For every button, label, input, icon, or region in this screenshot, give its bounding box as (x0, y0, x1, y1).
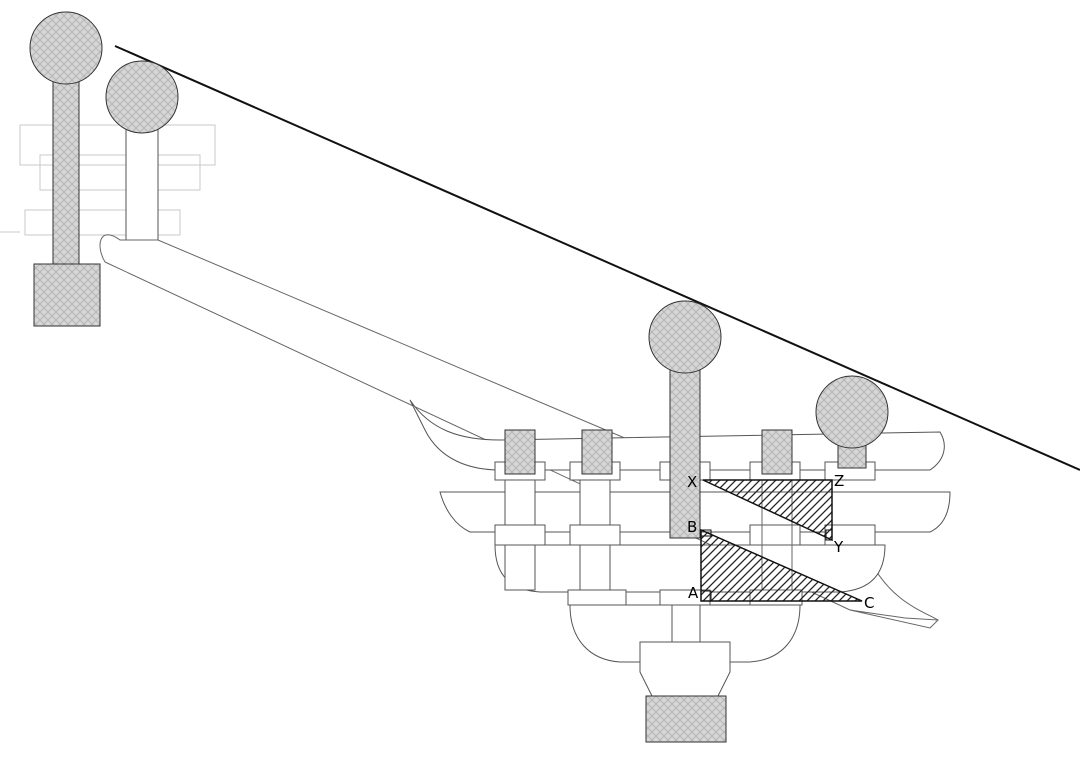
left-short-pole (105, 60, 179, 241)
center-tall-pole (648, 300, 722, 539)
label-b: B (687, 518, 697, 536)
label-x: X (687, 473, 697, 491)
triangle-xyz (702, 479, 833, 542)
label-y: Y (833, 538, 844, 556)
roof-slope-line (114, 45, 1080, 471)
faint-bracket-left (0, 124, 216, 236)
label-a: A (688, 584, 699, 602)
label-c: C (864, 594, 874, 612)
triangle-abc (700, 528, 863, 602)
label-z: Z (834, 472, 844, 490)
left-tall-pole (29, 11, 103, 327)
right-short-pole (815, 375, 889, 469)
